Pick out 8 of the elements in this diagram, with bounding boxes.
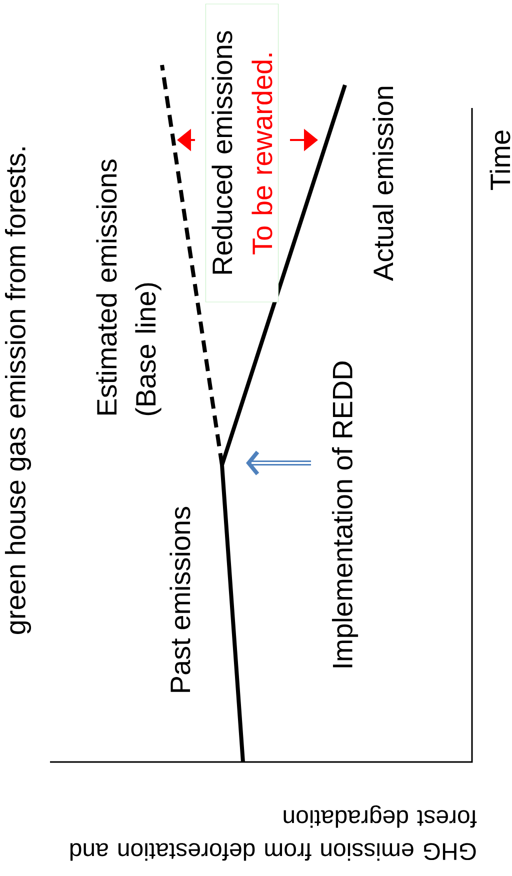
text-box: Reduced emissions To be rewarded. xyxy=(205,4,279,302)
text-label: Past emissions xyxy=(170,506,190,692)
text-label: GHG emission from deforestation and forest degradation xyxy=(70,805,477,861)
text-label: Estimated emissions (Base line) xyxy=(96,160,162,416)
text-label: Time xyxy=(490,130,510,190)
text-label: Implementation of REDD xyxy=(332,362,358,668)
text-label: Actual emission xyxy=(372,86,394,281)
text-label: green house gas emission from forests. xyxy=(4,148,32,634)
